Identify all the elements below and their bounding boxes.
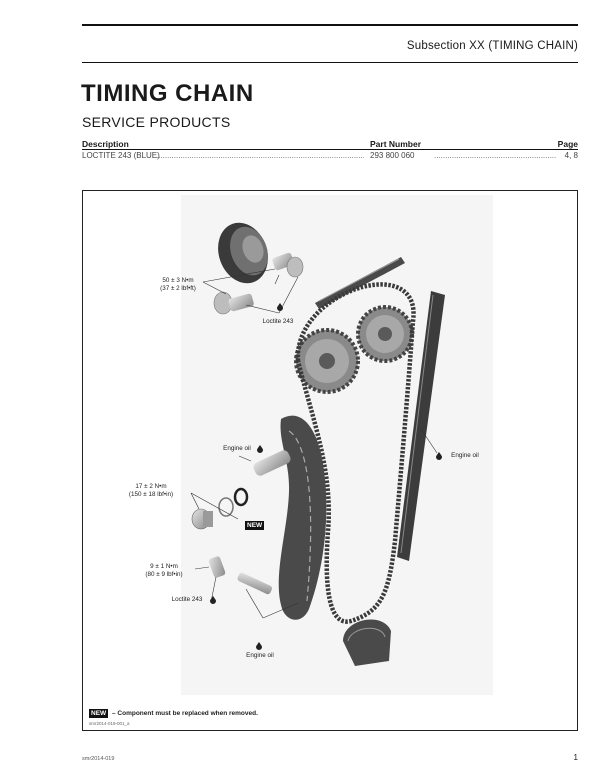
subsection-label: Subsection XX (TIMING CHAIN) bbox=[406, 40, 578, 52]
torque-low-line: 9 ± 1 N•m (80 ± 9 lbf•in) bbox=[145, 563, 183, 578]
service-products-table: Description Part Number Page LOCTITE 243… bbox=[82, 139, 578, 162]
cell-description: LOCTITE 243 (BLUE) bbox=[82, 151, 160, 160]
timing-chain bbox=[295, 282, 416, 624]
loctite-callout-top: Loctite 243 bbox=[262, 318, 294, 325]
exhaust-camshaft-sprocket bbox=[356, 305, 414, 363]
camshaft-bolt-lower bbox=[213, 291, 254, 315]
leader-dots: ........................................… bbox=[434, 151, 556, 160]
col-header-description: Description bbox=[82, 139, 129, 149]
timing-chain-diagram bbox=[181, 195, 493, 695]
engine-oil-callout-bottom: Engine oil bbox=[246, 652, 274, 659]
cell-page: 4, 8 bbox=[564, 151, 578, 160]
sealing-washer bbox=[218, 497, 234, 517]
torque-callout-top: 50 ± 3 N•m (37 ± 2 lbf•ft) bbox=[138, 277, 218, 292]
table-header-row: Description Part Number Page bbox=[82, 139, 578, 150]
torque-callout-low: 9 ± 1 N•m (80 ± 9 lbf•in) bbox=[129, 563, 199, 578]
torque-top-line: 50 ± 3 N•m (37 ± 2 lbf•ft) bbox=[160, 277, 196, 292]
timing-chain-exploded-figure: 50 ± 3 N•m (37 ± 2 lbf•ft) Loctite 243 E… bbox=[82, 190, 578, 731]
guide-pin bbox=[237, 572, 273, 595]
torque-mid-line: 17 ± 2 N•m (150 ± 18 lbf•in) bbox=[128, 483, 174, 498]
note-new-badge: NEW bbox=[89, 709, 109, 718]
chain-guide-right-edge bbox=[400, 294, 434, 554]
header-rule-bottom bbox=[82, 62, 578, 63]
page-number: 1 bbox=[573, 753, 578, 762]
torque-callout-mid: 17 ± 2 N•m (150 ± 18 lbf•in) bbox=[109, 483, 193, 498]
section-title: SERVICE PRODUCTS bbox=[82, 114, 231, 130]
note-text: – Component must be replaced when remove… bbox=[111, 710, 258, 717]
header-rule-top bbox=[82, 24, 578, 26]
tensioner-plug-screw bbox=[191, 508, 213, 530]
camshaft-cover-part bbox=[218, 222, 268, 284]
figure-reference-code: smr2014-019-001_a bbox=[89, 721, 130, 726]
camshaft-bolt-upper bbox=[272, 252, 304, 278]
tensioner-o-ring bbox=[233, 487, 249, 507]
footer-document-code: smr2014-019 bbox=[82, 756, 115, 762]
page-title: TIMING CHAIN bbox=[81, 80, 254, 107]
table-row: LOCTITE 243 (BLUE) .....................… bbox=[82, 151, 578, 162]
chain-guide-right bbox=[397, 291, 445, 561]
engine-oil-right-leader bbox=[420, 428, 438, 454]
col-header-page: Page bbox=[557, 139, 578, 149]
col-header-part-number: Part Number bbox=[370, 139, 422, 149]
chain-tensioner-plunger bbox=[253, 450, 291, 476]
guide-pivot-bolt bbox=[208, 556, 226, 578]
upper-guide-edge bbox=[318, 258, 400, 302]
oil-drop-icons bbox=[210, 303, 442, 650]
leader-dots: ........................................… bbox=[156, 151, 364, 160]
figure-note: NEW – Component must be replaced when re… bbox=[89, 709, 258, 718]
tensioner-guide-ribs bbox=[288, 430, 312, 602]
upper-chain-guide bbox=[315, 257, 405, 309]
cell-part-number: 293 800 060 bbox=[370, 151, 415, 160]
engine-oil-callout-left: Engine oil bbox=[223, 445, 251, 452]
loctite-callout-low: Loctite 243 bbox=[171, 596, 203, 603]
tensioner-guide bbox=[278, 415, 327, 620]
engine-oil-callout-right: Engine oil bbox=[451, 452, 479, 459]
new-badge: NEW bbox=[245, 521, 265, 530]
crankshaft-sprocket bbox=[343, 619, 391, 666]
callout-leaders-lower bbox=[190, 455, 299, 619]
